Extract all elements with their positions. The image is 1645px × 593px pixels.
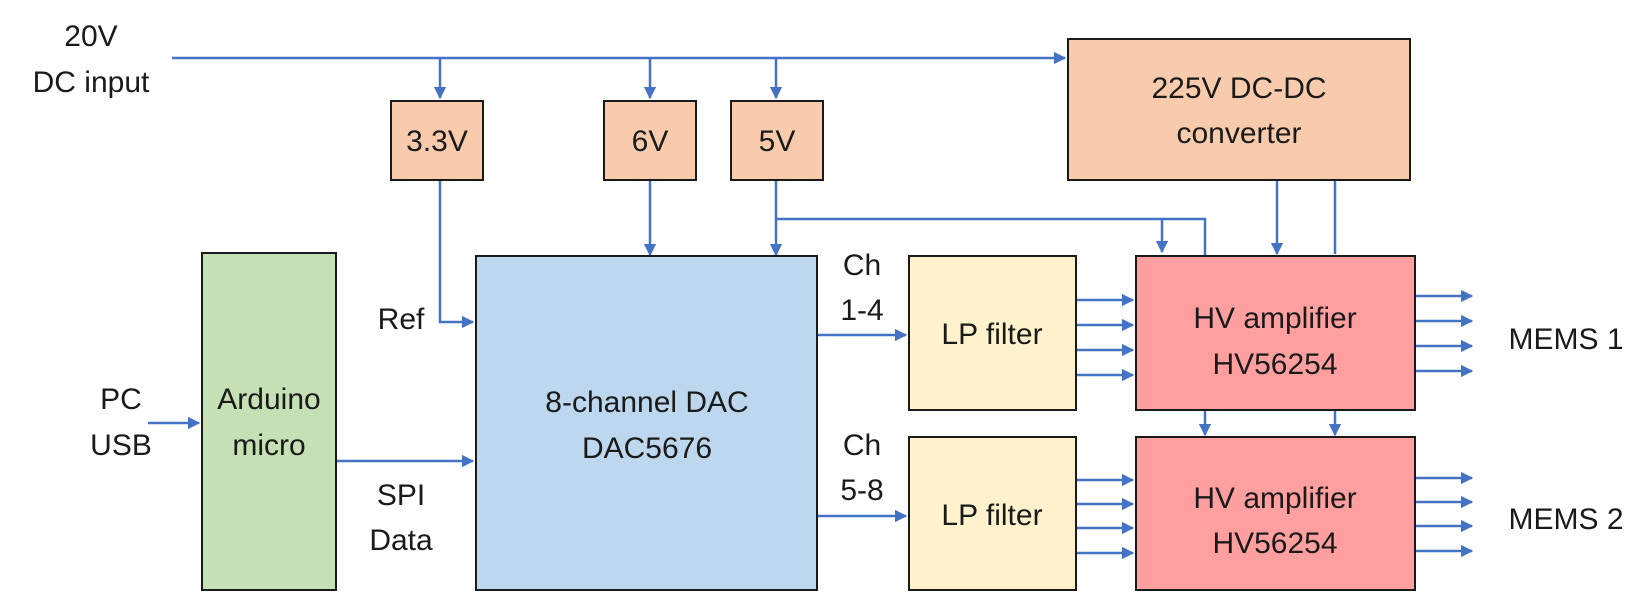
regulator-5v-label: 5V: [759, 125, 796, 158]
mems-1-label: MEMS 1: [1508, 323, 1623, 356]
spi-label-line-1: SPI: [377, 479, 425, 512]
wire-ref: [438, 180, 475, 329]
converter-label-line-1: 225V DC-DC: [1151, 72, 1326, 105]
regulator-3v3-label: 3.3V: [406, 125, 468, 158]
ch14-label-line-1: Ch: [843, 249, 881, 282]
power-input-line-2: DC input: [33, 66, 150, 99]
ref-label: Ref: [378, 303, 425, 336]
wire-5v-amp-line: [776, 217, 1207, 255]
ch14-label-line-2: 1-4: [840, 294, 883, 327]
amplifier-2-box: [1135, 436, 1416, 591]
filter-2-box: [908, 436, 1077, 591]
power-input-line-1: 20V: [64, 20, 117, 53]
ch58-label-line-2: 5-8: [840, 474, 883, 507]
pc-usb-line-2: USB: [90, 429, 152, 462]
regulator-5v-box: [730, 100, 824, 181]
dac-label-line-1: 8-channel DAC: [545, 386, 748, 419]
amplifier-1-label-line-1: HV amplifier: [1193, 302, 1356, 335]
filter-2-label: LP filter: [941, 499, 1042, 532]
amplifier-2-label-line-1: HV amplifier: [1193, 482, 1356, 515]
dac-label-line-2: DAC5676: [582, 432, 712, 465]
converter-box: [1067, 38, 1411, 181]
filter-1-label: LP filter: [941, 318, 1042, 351]
regulator-6v-box: [603, 100, 697, 181]
blocks: [201, 38, 1416, 591]
regulator-3v3-box: [390, 100, 484, 181]
amplifier-1-label-line-2: HV56254: [1212, 348, 1337, 381]
converter-label-line-2: converter: [1176, 117, 1301, 150]
arduino-label-line-2: micro: [232, 429, 305, 462]
mems-2-label: MEMS 2: [1508, 503, 1623, 536]
amplifier-2-label-line-2: HV56254: [1212, 527, 1337, 560]
arduino-box: [201, 252, 337, 591]
dac-box: [475, 255, 818, 591]
arduino-label-line-1: Arduino: [217, 383, 320, 416]
spi-label-line-2: Data: [369, 524, 433, 557]
amplifier-1-box: [1135, 255, 1416, 411]
pc-usb-line-1: PC: [100, 383, 142, 416]
regulator-6v-label: 6V: [632, 125, 669, 158]
ch58-label-line-1: Ch: [843, 429, 881, 462]
labels: 20V DC input 3.3V 6V 5V 225V DC-DC conve…: [33, 20, 1624, 560]
filter-1-box: [908, 255, 1077, 411]
connections: [148, 51, 1474, 560]
